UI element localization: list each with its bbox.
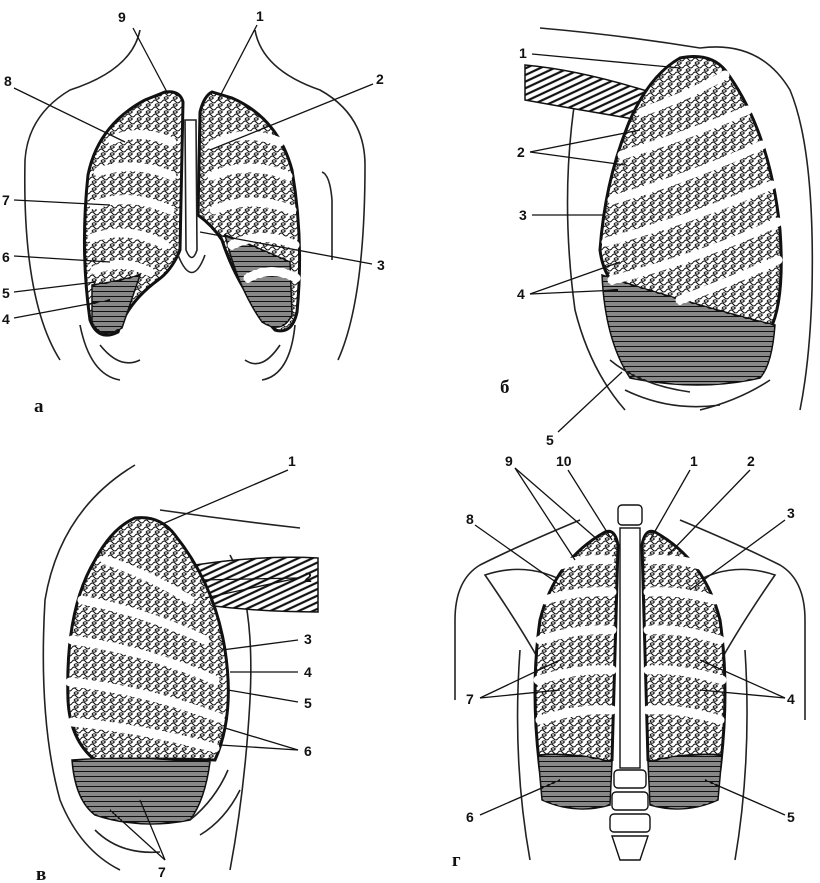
left-pleural-sinus-back [538, 754, 612, 809]
label-b-3: 3 [519, 207, 527, 223]
right-lung-back [642, 531, 725, 773]
label-b-2: 2 [517, 144, 525, 160]
label-g-7: 7 [466, 691, 474, 707]
label-g-2: 2 [747, 453, 755, 469]
label-v-1: 1 [288, 453, 296, 469]
label-b-5: 5 [546, 432, 554, 448]
label-v-3: 3 [304, 631, 312, 647]
shoulder-v [160, 510, 300, 528]
label-g-8: 8 [466, 511, 474, 527]
label-a-3: 3 [377, 257, 385, 273]
panel-letter-b: б [500, 377, 510, 398]
leaders-a [14, 25, 373, 318]
left-lung-back [535, 531, 618, 773]
label-g-3: 3 [787, 505, 795, 521]
label-v-6: 6 [304, 743, 312, 759]
panel-letter-a: а [34, 396, 44, 417]
label-a-8: 8 [4, 73, 12, 89]
label-a-7: 7 [2, 192, 10, 208]
arm-b [525, 65, 650, 120]
label-g-9: 9 [505, 453, 513, 469]
right-pleural-sinus-back [648, 754, 722, 809]
label-v-2: 2 [304, 569, 312, 585]
costodiaphragmatic-sinus-v [72, 758, 210, 824]
label-b-1: 1 [519, 45, 527, 61]
label-g-10: 10 [556, 453, 572, 469]
label-a-9: 9 [118, 9, 126, 25]
panel-v: 1 2 3 4 5 6 7 в [36, 453, 318, 883]
label-g-4: 4 [787, 691, 795, 707]
label-b-4: 4 [517, 286, 525, 302]
label-a-5: 5 [2, 285, 10, 301]
panel-b: 1 2 3 4 5 б [500, 28, 812, 448]
right-arm-outline [322, 172, 332, 260]
label-a-2: 2 [376, 71, 384, 87]
panel-letter-v: в [36, 864, 46, 883]
label-g-1: 1 [690, 453, 698, 469]
label-a-1: 1 [256, 8, 264, 24]
panel-letter-g: г [452, 850, 461, 871]
panel-g: 9 10 1 2 3 8 7 4 6 5 г [452, 453, 805, 871]
label-v-7: 7 [158, 864, 166, 880]
label-v-4: 4 [304, 664, 312, 680]
label-a-4: 4 [2, 311, 10, 327]
label-v-5: 5 [304, 695, 312, 711]
torso-outline [25, 30, 365, 360]
panel-a: 9 1 8 2 7 6 3 5 4 а [2, 8, 385, 417]
label-g-6: 6 [466, 809, 474, 825]
label-a-6: 6 [2, 249, 10, 265]
label-g-5: 5 [787, 809, 795, 825]
